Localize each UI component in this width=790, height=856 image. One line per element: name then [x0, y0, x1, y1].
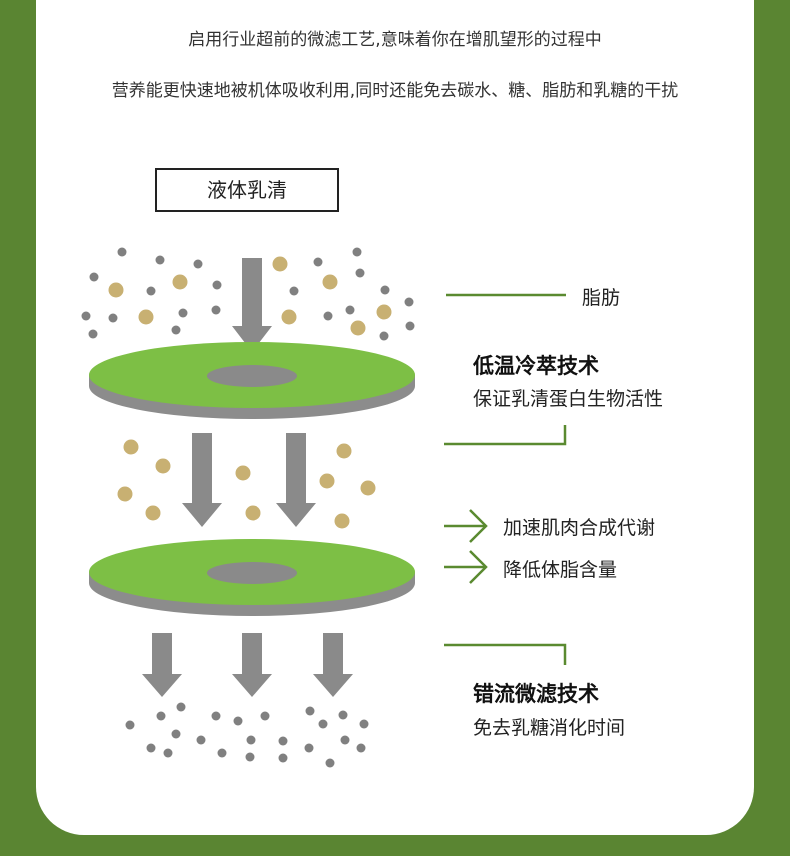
stage2-title: 错流微滤技术	[473, 682, 599, 706]
stage1-title: 低温冷萃技术	[473, 354, 599, 378]
stage2-subtitle: 免去乳糖消化时间	[473, 717, 626, 739]
fat-label: 脂肪	[582, 287, 621, 309]
filter-disc-2	[89, 539, 415, 616]
intro-line-2: 营养能更快速地被机体吸收利用,同时还能免去碳水、糖、脂肪和乳糖的干扰	[111, 81, 679, 101]
arrow-down-icon	[313, 633, 353, 697]
benefit-item: 加速肌肉合成代谢	[503, 517, 656, 539]
input-label-box: 液体乳清	[155, 168, 339, 212]
intro-line-1: 启用行业超前的微滤工艺,意味着你在增肌望形的过程中	[188, 30, 602, 50]
top-particles	[81, 247, 415, 341]
arrow-down-icon	[232, 633, 272, 697]
bottom-particles	[125, 702, 369, 768]
benefit-item: 降低体脂含量	[503, 559, 618, 581]
filter-disc-1	[89, 342, 415, 419]
stage1-subtitle: 保证乳清蛋白生物活性	[473, 388, 664, 410]
arrow-down-icon	[142, 633, 182, 697]
arrow-down-icon	[276, 433, 316, 527]
arrow-down-icon	[232, 258, 272, 352]
arrow-down-icon	[182, 433, 222, 527]
callout-lines	[444, 293, 567, 665]
content-card	[36, 0, 754, 835]
middle-particles	[117, 439, 376, 529]
